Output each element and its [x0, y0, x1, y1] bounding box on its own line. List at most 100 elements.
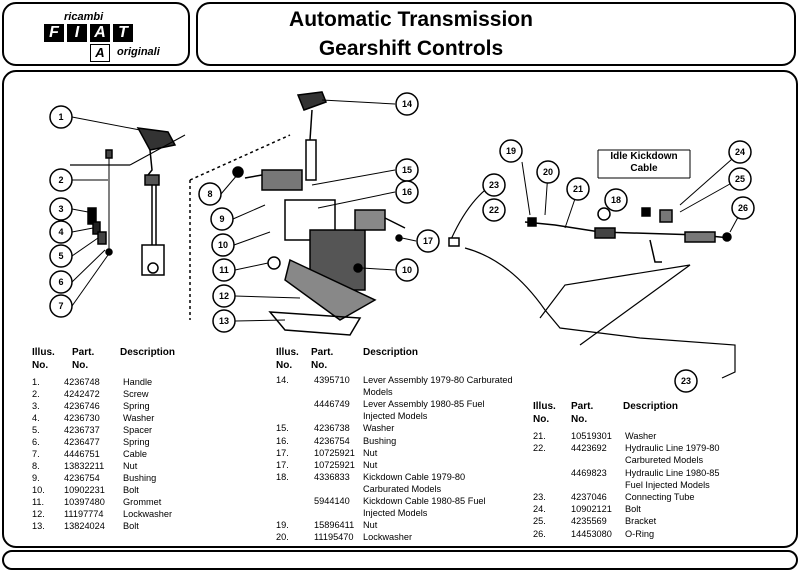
illus-cell: 8. [32, 461, 40, 471]
part-number-cell: 14453080 [571, 528, 612, 539]
col-header-part-no: No. [311, 360, 328, 371]
illus-cell: 16. [276, 435, 289, 446]
part-number-cell: 10725921 [314, 459, 355, 470]
callout-13: 13 [219, 316, 229, 326]
idle-kickdown-cable-label: Idle Kickdown Cable [598, 151, 690, 175]
part-number-cell: 4446751 [64, 449, 100, 459]
part-number-cell: 10397480 [64, 497, 105, 507]
illus-cell: 23. [533, 492, 546, 502]
description-cell: Lockwasher [363, 532, 413, 543]
illus-cell: 20. [276, 532, 289, 543]
callout-1: 1 [58, 112, 63, 122]
description-cell: Models [363, 387, 393, 398]
illus-cell: 17. [276, 459, 289, 470]
description-cell: Injected Models [363, 508, 428, 519]
diagram-panel [2, 70, 798, 548]
callout-18: 18 [611, 195, 621, 205]
col-header-part: Part. [72, 347, 95, 358]
part-number-cell: 4236754 [314, 435, 350, 446]
illus-cell: 7. [32, 449, 40, 459]
illus-cell: 3. [32, 401, 40, 411]
description-cell: Injected Models [363, 411, 428, 422]
description-cell: Hydraulic Line 1980-85 [625, 467, 720, 478]
callout-23-bottom: 23 [681, 376, 691, 386]
callout-22: 22 [489, 205, 499, 215]
col-header-illus-no: No. [32, 360, 49, 371]
callout-2: 2 [58, 175, 63, 185]
description-cell: Nut [363, 459, 378, 470]
part-number-cell: 4236730 [64, 413, 100, 423]
illus-cell: 4. [32, 413, 40, 423]
description-cell: Bolt [625, 504, 641, 515]
col-header-part-no: No. [72, 360, 89, 371]
callout-5: 5 [58, 251, 63, 261]
illus-cell: 1. [32, 377, 40, 387]
part-number-cell: 10902121 [571, 504, 612, 515]
part-number-cell: 4423692 [571, 443, 607, 454]
part-number-cell: 4237046 [571, 492, 607, 502]
description-cell: Lever Assembly 1980-85 Fuel [363, 399, 485, 410]
illus-cell: 24. [533, 504, 546, 515]
description-cell: Nut [363, 520, 378, 531]
exploded-view-diagram: 1 2 3 4 5 6 7 8 9 10 10 11 12 13 14 15 1… [49, 91, 755, 393]
description-cell: Lockwasher [123, 509, 173, 519]
part-number-cell: 13832211 [64, 461, 105, 471]
logo-letter-t: T [113, 24, 133, 42]
logo-bottom-text: originali [117, 46, 160, 58]
col-header-part: Part. [311, 347, 334, 358]
part-number-cell: 4236737 [64, 425, 100, 435]
callout-9: 9 [219, 214, 224, 224]
part-number-cell: 4236754 [64, 473, 100, 483]
title-panel: Automatic Transmission Gearshift Control… [196, 2, 796, 66]
kickdown-label-line-1: Idle Kickdown [610, 151, 678, 162]
callout-12: 12 [219, 291, 229, 301]
illus-cell: 21. [533, 431, 546, 441]
illus-cell: 6. [32, 437, 40, 447]
illus-cell: 15. [276, 423, 289, 434]
col-header-part-no: No. [571, 414, 588, 425]
callout-7: 7 [58, 301, 63, 311]
callout-15: 15 [402, 165, 412, 175]
description-cell: Fuel Injected Models [625, 479, 710, 490]
callout-8: 8 [207, 189, 212, 199]
col-header-description: Description [363, 347, 419, 358]
description-cell: Hydraulic Line 1979-80 [625, 443, 720, 454]
description-cell: Bushing [123, 473, 157, 483]
col-header-illus: Illus. [533, 401, 556, 412]
callout-10-left: 10 [218, 240, 228, 250]
logo-letter-f: F [44, 24, 64, 42]
callout-4: 4 [58, 227, 63, 237]
callout-16: 16 [402, 187, 412, 197]
callout-20: 20 [543, 167, 553, 177]
callout-19: 19 [506, 146, 516, 156]
logo-letter-i: I [67, 24, 87, 42]
parts-table-1: Illus. No. Part. No. Description 1.42367… [32, 347, 262, 537]
description-cell: Spring [123, 437, 150, 447]
logo-letter-a-small: A [90, 44, 110, 62]
description-cell: Lever Assembly 1979-80 Carburated [363, 375, 513, 385]
description-cell: Nut [363, 447, 378, 458]
description-cell: Carbureted Models [625, 455, 704, 466]
logo-top-text: ricambi [64, 11, 104, 23]
part-number-cell: 4236477 [64, 437, 100, 447]
description-cell: Bushing [363, 435, 397, 446]
illus-cell: 14. [276, 375, 289, 385]
callout-10-right: 10 [402, 265, 412, 275]
logo-letter-a: A [90, 24, 110, 42]
description-cell: Screw [123, 389, 149, 399]
illus-cell: 12. [32, 509, 45, 519]
illus-cell: 9. [32, 473, 40, 483]
callout-6: 6 [58, 277, 63, 287]
col-header-illus-no: No. [533, 414, 550, 425]
part-number-cell: 4469823 [571, 467, 607, 478]
part-number-cell: 4235569 [571, 516, 607, 527]
description-cell: Washer [363, 423, 395, 434]
part-number-cell: 4236746 [64, 401, 100, 411]
part-number-cell: 11197774 [64, 509, 104, 519]
fiat-logo-panel: ricambi F I A T A originali [2, 2, 190, 66]
description-cell: Cable [123, 449, 148, 459]
callout-24: 24 [735, 147, 745, 157]
illus-cell: 22. [533, 443, 546, 454]
illus-cell: 10. [32, 485, 45, 495]
col-header-illus: Illus. [276, 347, 299, 358]
